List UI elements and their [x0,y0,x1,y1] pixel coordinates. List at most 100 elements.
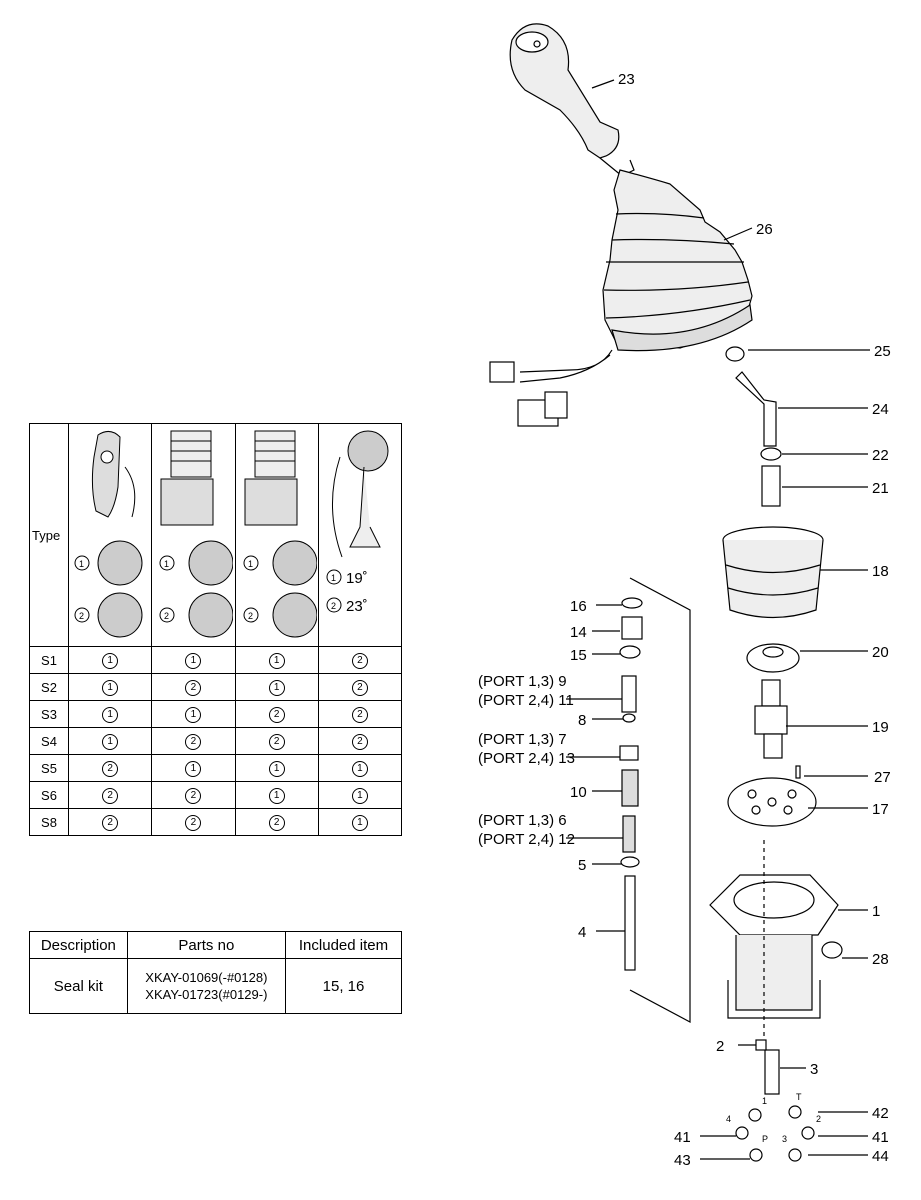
type-illustration-row: Type 1 2 1 [29,423,403,647]
port-label-2: 2 [816,1114,821,1124]
header-parts-no: Parts no [126,931,287,959]
seal-kit-included: 15, 16 [285,958,402,1014]
option-number: 1 [185,707,202,723]
port-label-t: T [796,1092,802,1102]
type-code: S1 [29,646,69,674]
type-row: S2 1 2 1 2 [29,673,403,701]
svg-text:1: 1 [248,559,253,569]
type-col-boot-2: 1 2 [234,423,319,647]
parts-no-2: XKAY-01723(#0129-) [145,987,268,1002]
callout-12: (PORT 2,4) 12 [478,831,575,848]
callout-43: 43 [674,1152,691,1169]
callout-14: 14 [570,624,587,641]
svg-text:2: 2 [248,611,253,621]
type-option-cell: 2 [67,808,153,836]
callout-24: 24 [872,401,889,418]
callout-5: 5 [578,857,586,874]
type-code: S2 [29,673,69,701]
option-number: 2 [102,761,119,777]
callout-19: 19 [872,719,889,736]
handle-type-illustration: 1 2 [74,430,143,637]
type-option-cell: 2 [234,727,319,755]
type-option-cell: 1 [151,700,236,728]
type-selection-table: Type 1 2 1 [29,423,403,836]
callout-25: 25 [874,343,891,360]
option-number: 1 [268,653,285,669]
boot-type-illustration-1: 1 2 [159,430,234,637]
angle-type-illustration: 1 2 19˚ 23˚ [326,430,389,615]
type-option-cell: 1 [67,673,153,701]
option-number: 2 [351,707,368,723]
option-number: 2 [102,788,119,804]
option-number: 1 [351,815,368,831]
callout-41-left: 41 [674,1129,691,1146]
callout-15: 15 [570,647,587,664]
type-option-cell: 1 [317,781,403,809]
type-option-cell: 1 [317,754,403,782]
callout-6: (PORT 1,3) 6 [478,812,567,829]
option-number: 1 [102,653,119,669]
callout-27: 27 [874,769,891,786]
option-number: 2 [185,788,202,804]
option-number: 2 [185,680,202,696]
callout-4: 4 [578,924,586,941]
seal-header-row: Description Parts no Included item [29,931,402,959]
option-number: 1 [268,788,285,804]
callout-21: 21 [872,480,889,497]
callout-16: 16 [570,598,587,615]
angle-2-num: 2 [331,601,336,611]
svg-text:2: 2 [79,611,84,621]
port-label-1: 1 [762,1096,767,1106]
type-option-cell: 2 [234,808,319,836]
callout-11: (PORT 2,4) 11 [478,692,574,709]
callout-17: 17 [872,801,889,818]
type-option-cell: 2 [317,700,403,728]
parts-no-1: XKAY-01069(-#0128) [145,970,268,985]
option-number: 2 [351,680,368,696]
type-col-angle: 1 2 19˚ 23˚ [317,423,403,647]
option-number: 2 [268,707,285,723]
callout-13: (PORT 2,4) 13 [478,750,575,767]
type-col-handle: 1 2 [67,423,153,647]
callout-41-right: 41 [872,1129,889,1146]
option-number: 2 [351,653,368,669]
svg-text:2: 2 [164,611,169,621]
svg-text:1: 1 [79,559,84,569]
port-label-4: 4 [726,1114,731,1124]
callout-10: 10 [570,784,587,801]
callout-23: 23 [618,71,635,88]
header-included-item: Included item [285,931,402,959]
option-number: 2 [102,815,119,831]
option-number: 2 [268,815,285,831]
option-number: 2 [351,734,368,750]
callout-18: 18 [872,563,889,580]
callout-28: 28 [872,951,889,968]
type-option-cell: 2 [317,646,403,674]
option-number: 1 [268,680,285,696]
type-option-cell: 1 [234,673,319,701]
option-number: 1 [351,788,368,804]
callout-1: 1 [872,903,880,920]
callout-26: 26 [756,221,773,238]
type-option-cell: 2 [317,727,403,755]
callout-7: (PORT 1,3) 7 [478,731,567,748]
option-number: 1 [102,680,119,696]
valve-body-shape [709,874,839,936]
angle-2-text: 23˚ [346,598,368,615]
type-option-cell: 1 [234,754,319,782]
seal-kit-parts-no: XKAY-01069(-#0128) XKAY-01723(#0129-) [126,958,287,1014]
type-option-cell: 2 [151,673,236,701]
option-number: 1 [268,761,285,777]
type-header: Type [29,423,69,647]
callout-8: 8 [578,712,586,729]
callout-22: 22 [872,447,889,464]
angle-1-num: 1 [331,573,336,583]
callout-9: (PORT 1,3) 9 [478,673,567,690]
option-number: 1 [102,734,119,750]
type-code: S4 [29,727,69,755]
type-option-cell: 1 [317,808,403,836]
